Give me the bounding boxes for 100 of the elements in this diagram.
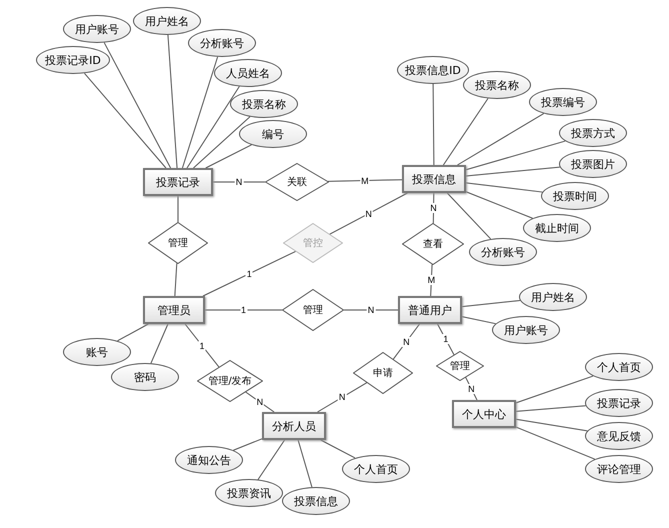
attribute-line <box>258 440 286 480</box>
attribute-line <box>466 140 566 170</box>
relationship-diamond <box>265 163 329 201</box>
entity-box <box>143 296 205 324</box>
cardinality-label: 1 <box>246 268 253 279</box>
attribute-label: 用户姓名 <box>531 290 575 304</box>
cardinality-label: 1 <box>240 305 247 315</box>
attribute-line <box>167 34 178 168</box>
attribute-label: 用户姓名 <box>145 14 189 28</box>
entity-box <box>398 296 462 324</box>
attribute-ellipse <box>133 7 201 35</box>
entity-box <box>402 165 466 193</box>
attribute-ellipse <box>469 238 537 266</box>
entity-label: 个人中心 <box>462 406 506 422</box>
relationship-line <box>174 262 178 296</box>
attribute-label: 投票记录 <box>597 396 641 410</box>
relationship-line <box>432 192 434 224</box>
cardinality-label: 1 <box>198 340 206 350</box>
relationship-label: 管控 <box>303 237 323 250</box>
attribute-ellipse <box>215 479 283 507</box>
attribute-ellipse <box>585 455 653 483</box>
attribute-ellipse <box>63 15 131 43</box>
attribute-line <box>516 405 586 412</box>
attribute-label: 个人首页 <box>354 462 398 476</box>
attribute-label: 投票编号 <box>541 94 585 110</box>
relationship-line <box>317 382 368 412</box>
attribute-line <box>320 440 356 458</box>
attribute-ellipse <box>214 59 282 87</box>
relationship-diamond <box>283 223 343 263</box>
attribute-label: 评论管理 <box>597 462 641 476</box>
attribute-line <box>84 72 166 168</box>
cardinality-label: N <box>338 392 346 402</box>
relationship-line <box>329 192 408 235</box>
attribute-label: 分析账号 <box>481 244 525 260</box>
attribute-line <box>466 166 560 176</box>
relationship-label: 管理 <box>450 360 470 373</box>
attribute-line <box>516 418 588 432</box>
attribute-ellipse <box>463 71 531 99</box>
relationship-label: 管理 <box>303 304 323 317</box>
cardinality-label: M <box>426 275 436 286</box>
entity-box <box>452 400 516 428</box>
attribute-label: 投票时间 <box>553 188 597 204</box>
cardinality-label: M <box>360 176 370 186</box>
attribute-line <box>516 376 594 404</box>
relationship-diamond <box>148 222 208 264</box>
attribute-line <box>205 144 252 168</box>
attribute-label: 编号 <box>262 126 284 142</box>
cardinality-label: N <box>429 203 438 214</box>
attribute-label: 分析账号 <box>200 36 244 50</box>
attribute-label: 投票资讯 <box>227 486 271 500</box>
relationship-line <box>202 250 296 296</box>
attribute-label: 投票名称 <box>242 96 286 112</box>
attribute-label: 用户账号 <box>504 322 548 338</box>
attribute-line <box>432 84 434 166</box>
attribute-label: 人员姓名 <box>226 66 270 80</box>
attribute-label: 投票方式 <box>571 126 615 140</box>
entity-label: 普通用户 <box>408 302 452 318</box>
attribute-ellipse <box>282 487 350 515</box>
relationship-label: 查看 <box>423 238 443 251</box>
cardinality-label: N <box>366 305 376 315</box>
attribute-label: 个人首页 <box>597 360 641 374</box>
entity-label: 投票记录 <box>156 174 200 190</box>
attribute-line <box>298 440 312 488</box>
attribute-label: 账号 <box>86 344 108 360</box>
attribute-label: 密码 <box>134 370 156 384</box>
attribute-ellipse <box>585 353 653 381</box>
relationship-diamond <box>282 289 344 331</box>
attribute-line <box>466 191 534 219</box>
cardinality-label: N <box>234 177 244 187</box>
attribute-ellipse <box>175 446 243 474</box>
relationship-label: 申请 <box>373 366 393 380</box>
attribute-label: 用户账号 <box>75 22 119 36</box>
attribute-ellipse <box>523 214 591 242</box>
attribute-label: 投票信息ID <box>405 62 461 78</box>
attribute-line <box>442 98 488 166</box>
cardinality-label: N <box>256 397 264 407</box>
relationship-diamond <box>436 351 484 381</box>
attribute-ellipse <box>188 29 256 57</box>
attribute-line <box>182 56 218 168</box>
relationship-line <box>430 264 433 296</box>
attribute-ellipse <box>397 56 469 84</box>
attribute-ellipse <box>111 363 179 391</box>
attribute-line <box>104 42 172 168</box>
attribute-label: 投票记录ID <box>45 52 101 68</box>
attribute-label: 意见反馈 <box>597 428 641 444</box>
cardinality-label: N <box>364 208 373 219</box>
attribute-line <box>446 192 492 240</box>
attribute-ellipse <box>63 338 131 366</box>
attribute-label: 截止时间 <box>535 220 579 236</box>
relationship-line <box>184 324 220 368</box>
relationship-label: 关联 <box>287 176 307 189</box>
attribute-ellipse <box>559 119 627 147</box>
attribute-line <box>186 86 240 168</box>
attribute-label: 通知公告 <box>187 452 231 468</box>
attribute-line <box>232 438 262 451</box>
attribute-line <box>462 300 521 308</box>
entity-label: 分析人员 <box>272 418 316 434</box>
relationship-line <box>392 324 420 360</box>
cardinality-label: 1 <box>442 334 450 344</box>
attribute-ellipse <box>492 316 560 344</box>
